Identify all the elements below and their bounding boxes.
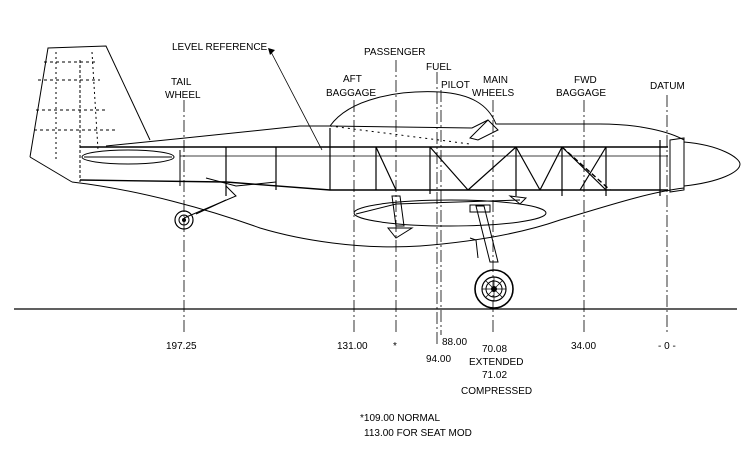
component-labels: LEVEL REFERENCE PASSENGER FUEL PILOT TAI… bbox=[165, 42, 685, 101]
level-reference-leader bbox=[269, 49, 323, 151]
label-pilot: PILOT bbox=[441, 80, 470, 91]
label-fwd-baggage-line2: BAGGAGE bbox=[556, 88, 606, 99]
label-level-reference: LEVEL REFERENCE bbox=[172, 42, 268, 53]
tail-wheel-icon bbox=[174, 210, 194, 230]
aircraft-airframe bbox=[29, 45, 741, 263]
station-lines bbox=[183, 60, 668, 345]
station-aft-baggage: 131.00 bbox=[337, 341, 368, 352]
label-fuel: FUEL bbox=[426, 62, 452, 73]
footnote-line2: 113.00 FOR SEAT MOD bbox=[364, 428, 472, 439]
station-values: 197.25 131.00 * 88.00 94.00 70.08 EXTEND… bbox=[166, 337, 676, 397]
footnote: *109.00 NORMAL 113.00 FOR SEAT MOD bbox=[360, 413, 472, 439]
main-wheel-icon bbox=[474, 269, 514, 309]
label-main-wheels-line2: WHEELS bbox=[472, 88, 515, 99]
label-fwd-baggage-line1: FWD bbox=[574, 75, 597, 86]
station-passenger: * bbox=[393, 341, 397, 352]
station-tail-wheel: 197.25 bbox=[166, 341, 197, 352]
footnote-line1: *109.00 NORMAL bbox=[360, 413, 440, 424]
station-fuel: 94.00 bbox=[426, 354, 451, 365]
label-datum: DATUM bbox=[650, 81, 685, 92]
station-main-wheels-extended: 70.08 bbox=[482, 344, 507, 355]
label-tail-wheel-line1: TAIL bbox=[171, 77, 192, 88]
station-fwd-baggage: 34.00 bbox=[571, 341, 596, 352]
label-main-wheels-line1: MAIN bbox=[483, 75, 508, 86]
label-tail-wheel-line2: WHEEL bbox=[165, 90, 201, 101]
label-aft-baggage-line2: BAGGAGE bbox=[326, 88, 376, 99]
station-datum: - 0 - bbox=[658, 341, 676, 352]
station-pilot: 88.00 bbox=[442, 337, 467, 348]
level-reference-arrowhead bbox=[268, 48, 275, 55]
label-passenger: PASSENGER bbox=[364, 47, 426, 58]
station-main-wheels-compressed: 71.02 bbox=[482, 370, 507, 381]
station-compressed-label: COMPRESSED bbox=[461, 386, 532, 397]
station-extended-label: EXTENDED bbox=[469, 357, 523, 368]
label-aft-baggage-line1: AFT bbox=[343, 74, 362, 85]
